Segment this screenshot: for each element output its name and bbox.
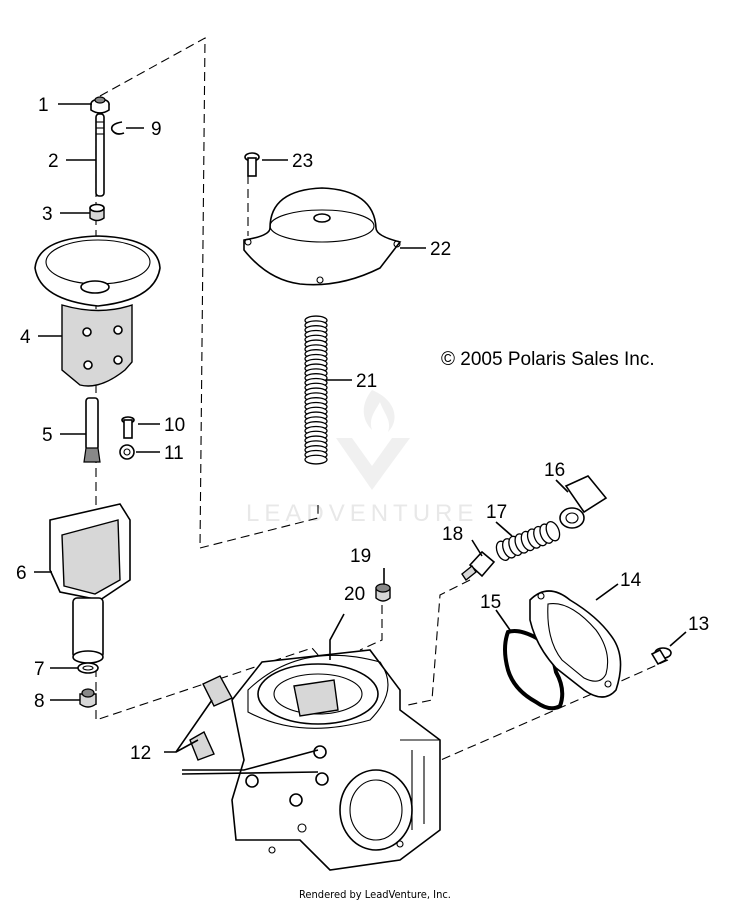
callout-18: 18 (442, 524, 463, 545)
part-23-screw (244, 152, 260, 177)
callout-labels: 1 2 3 4 5 6 7 8 9 10 11 12 13 14 15 16 1… (16, 95, 709, 764)
part-22-cover (243, 187, 402, 286)
callout-2: 2 (48, 151, 59, 172)
watermark-logo (336, 390, 410, 490)
part-11-washer (119, 444, 135, 460)
part-8-jet (79, 688, 97, 708)
callout-13: 13 (688, 614, 709, 635)
part-6-holder (49, 503, 131, 664)
part-17-spring (495, 521, 561, 561)
part-4-diaphragm-slide (34, 235, 161, 387)
leader-lines (34, 103, 687, 775)
callout-11: 11 (164, 443, 184, 464)
callout-3: 3 (42, 204, 53, 225)
part-7-washer (77, 662, 99, 674)
part-19-jet (375, 583, 391, 602)
callout-8: 8 (34, 691, 45, 712)
part-3-collar (89, 203, 105, 222)
part-13-screw (650, 647, 672, 666)
callout-9: 9 (151, 119, 162, 140)
part-20-carb-body (231, 649, 441, 871)
callout-14: 14 (620, 570, 642, 591)
callout-1: 1 (38, 95, 49, 116)
watermark-text: LEADVENTURE (246, 500, 479, 527)
callout-20: 20 (344, 584, 365, 605)
callout-17: 17 (486, 502, 507, 523)
footer-credit: Rendered by LeadVenture, Inc. (299, 888, 451, 901)
callout-12: 12 (130, 743, 151, 764)
callout-19: 19 (350, 546, 371, 567)
callout-16: 16 (544, 460, 565, 481)
callout-21: 21 (356, 371, 377, 392)
callout-4: 4 (20, 327, 31, 348)
callout-10: 10 (164, 415, 185, 436)
callout-6: 6 (16, 563, 27, 584)
part-16-plug (559, 475, 608, 529)
part-10-screw (121, 416, 135, 439)
callout-23: 23 (292, 151, 313, 172)
part-9-clip (110, 121, 125, 135)
callout-15: 15 (480, 592, 501, 613)
callout-22: 22 (430, 239, 451, 260)
copyright-notice: © 2005 Polaris Sales Inc. (441, 349, 655, 370)
part-12-plugs (189, 675, 233, 761)
part-1-nut (90, 96, 110, 114)
part-5-jet (83, 397, 101, 463)
part-18-valve (461, 550, 496, 582)
part-14-cover (529, 590, 622, 698)
callout-7: 7 (34, 659, 45, 680)
part-2-needle (95, 113, 105, 197)
callout-5: 5 (42, 425, 53, 446)
part-21-spring (304, 315, 328, 465)
